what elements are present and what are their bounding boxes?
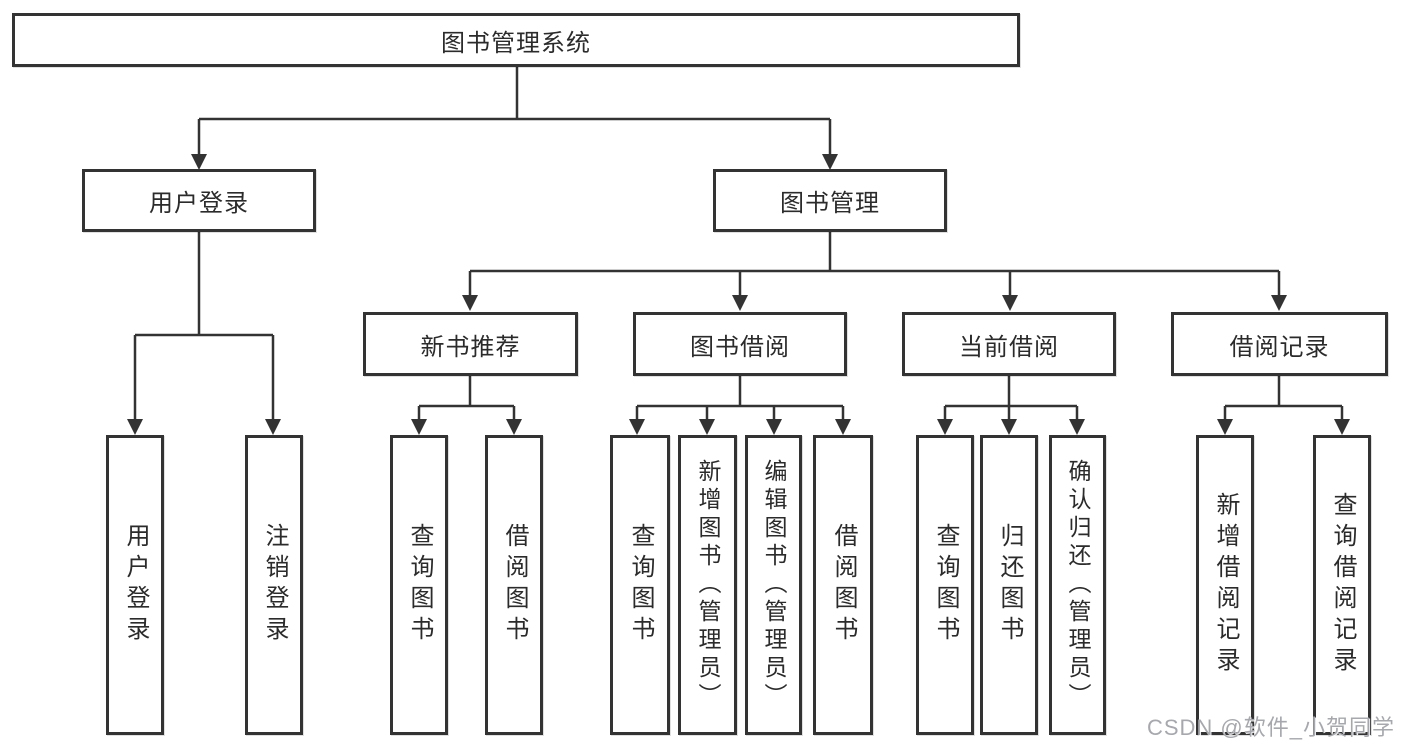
leaf-return-books: 归还图书 xyxy=(980,435,1038,735)
leaf-user-login: 用户登录 xyxy=(106,435,164,735)
leaf-user-login-label: 用户登录 xyxy=(122,523,149,647)
leaf-add-borrow-record: 新增借阅记录 xyxy=(1196,435,1254,735)
leaf-borrow-books-label: 借阅图书 xyxy=(830,523,857,647)
leaf-edit-books-admin-label: 编辑图书（管理员） xyxy=(761,459,787,711)
node-book-management: 图书管理 xyxy=(713,169,947,232)
leaf-recommend-borrow-books-label: 借阅图书 xyxy=(501,523,528,647)
leaf-borrow-books: 借阅图书 xyxy=(813,435,873,735)
leaf-recommend-query-books-label: 查询图书 xyxy=(406,523,433,647)
leaf-add-borrow-record-label: 新增借阅记录 xyxy=(1212,492,1239,678)
leaf-query-borrow-record: 查询借阅记录 xyxy=(1313,435,1371,735)
leaf-recommend-borrow-books: 借阅图书 xyxy=(485,435,543,735)
leaf-edit-books-admin: 编辑图书（管理员） xyxy=(745,435,802,735)
leaf-confirm-return-admin: 确认归还（管理员） xyxy=(1049,435,1106,735)
arrowheads xyxy=(127,154,1350,435)
node-user-login: 用户登录 xyxy=(82,169,316,232)
leaf-confirm-return-admin-label: 确认归还（管理员） xyxy=(1065,459,1091,711)
node-library-system: 图书管理系统 xyxy=(12,13,1020,67)
leaf-logout: 注销登录 xyxy=(245,435,303,735)
leaf-add-books-admin: 新增图书（管理员） xyxy=(678,435,737,735)
leaf-current-query-books-label: 查询图书 xyxy=(932,523,959,647)
watermark: CSDN @软件_小贺同学 xyxy=(1146,715,1395,740)
node-new-book-recommend: 新书推荐 xyxy=(363,312,578,376)
node-borrow-records: 借阅记录 xyxy=(1171,312,1388,376)
leaf-add-books-admin-label: 新增图书（管理员） xyxy=(695,459,721,711)
leaf-return-books-label: 归还图书 xyxy=(996,523,1023,647)
node-book-borrow: 图书借阅 xyxy=(633,312,847,376)
leaf-borrow-query-books-label: 查询图书 xyxy=(627,523,654,647)
tree-edges xyxy=(133,67,1344,421)
node-current-borrow: 当前借阅 xyxy=(902,312,1116,376)
leaf-recommend-query-books: 查询图书 xyxy=(390,435,448,735)
leaf-current-query-books: 查询图书 xyxy=(916,435,974,735)
leaf-query-borrow-record-label: 查询借阅记录 xyxy=(1329,492,1356,678)
leaf-borrow-query-books: 查询图书 xyxy=(610,435,670,735)
leaf-logout-label: 注销登录 xyxy=(261,523,288,647)
